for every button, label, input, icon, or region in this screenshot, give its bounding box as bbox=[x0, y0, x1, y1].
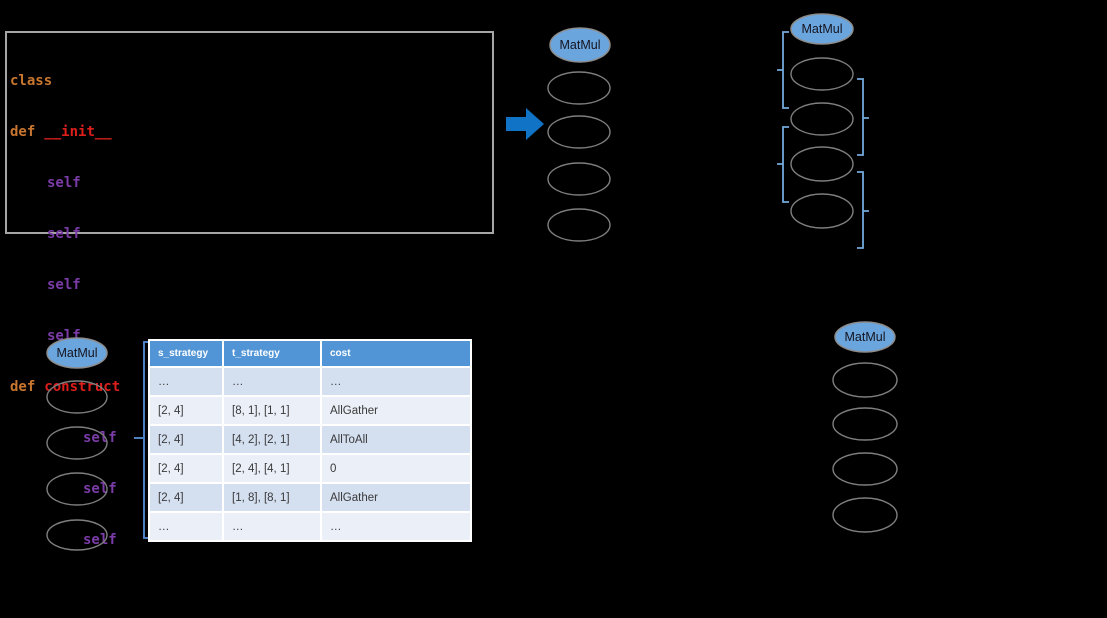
cell-s-strategy: … bbox=[148, 511, 224, 542]
code-self-token: self bbox=[47, 226, 81, 242]
code-self-token: self bbox=[83, 481, 117, 497]
code-self-token: self bbox=[47, 277, 81, 293]
table-row: … … … bbox=[148, 511, 472, 542]
column-header-t-strategy: t_strategy bbox=[222, 339, 322, 368]
matmul-node bbox=[834, 321, 896, 353]
matmul-node-label: MatMul bbox=[845, 330, 886, 344]
graph-node-ellipse bbox=[832, 497, 898, 533]
graph-column-bottom-right: MatMul bbox=[832, 321, 898, 533]
code-keyword-def: def bbox=[10, 379, 36, 395]
graph-node-ellipse bbox=[790, 102, 854, 136]
graph-node-ellipse bbox=[790, 146, 854, 182]
matmul-node bbox=[549, 27, 611, 63]
code-self-token: self bbox=[83, 430, 117, 446]
code-line-self: self bbox=[10, 175, 492, 192]
graph-node-ellipse bbox=[547, 115, 611, 149]
code-function-init: __init__ bbox=[44, 124, 112, 140]
code-line-self: self bbox=[10, 226, 492, 243]
graph-column-bottom-left: MatMul bbox=[46, 337, 108, 551]
cell-cost: AllToAll bbox=[320, 424, 472, 455]
cell-cost: … bbox=[320, 511, 472, 542]
code-keyword-class: class bbox=[10, 73, 53, 89]
right-brace-icon bbox=[857, 78, 869, 156]
graph-node-ellipse bbox=[547, 162, 611, 196]
matmul-node bbox=[790, 13, 854, 45]
code-line-class: class bbox=[10, 73, 492, 90]
cell-cost: … bbox=[320, 366, 472, 397]
table-row: [2, 4] [2, 4], [4, 1] 0 bbox=[148, 453, 472, 484]
graph-node-ellipse bbox=[832, 452, 898, 486]
graph-node-ellipse bbox=[46, 426, 108, 460]
code-snippet-panel: class def __init__ self self self self de… bbox=[5, 31, 494, 548]
graph-node-ellipse bbox=[547, 208, 611, 242]
code-line-def-init: def __init__ bbox=[10, 124, 492, 141]
cell-s-strategy: … bbox=[148, 366, 224, 397]
cell-cost: AllGather bbox=[320, 395, 472, 426]
matmul-node bbox=[46, 337, 108, 369]
cell-t-strategy: [8, 1], [1, 1] bbox=[222, 395, 322, 426]
code-line-self: self bbox=[10, 481, 492, 498]
table-row: [2, 4] [1, 8], [8, 1] AllGather bbox=[148, 482, 472, 513]
graph-node-ellipse bbox=[547, 71, 611, 105]
graph-node-ellipse bbox=[790, 193, 854, 229]
graph-node-ellipse bbox=[832, 362, 898, 398]
cell-s-strategy: [2, 4] bbox=[148, 453, 224, 484]
matmul-node-label: MatMul bbox=[560, 38, 601, 52]
cell-s-strategy: [2, 4] bbox=[148, 424, 224, 455]
code-self-token: self bbox=[47, 175, 81, 191]
cell-cost: AllGather bbox=[320, 482, 472, 513]
cell-cost: 0 bbox=[320, 453, 472, 484]
left-brace-icon bbox=[777, 126, 789, 203]
matmul-node-label: MatMul bbox=[802, 22, 843, 36]
graph-column-top-right: MatMul bbox=[777, 13, 869, 249]
code-line-self: self bbox=[10, 277, 492, 294]
cell-t-strategy: … bbox=[222, 511, 322, 542]
cell-t-strategy: [4, 2], [2, 1] bbox=[222, 424, 322, 455]
matmul-node-label: MatMul bbox=[57, 346, 98, 360]
right-arrow-icon bbox=[506, 108, 544, 140]
graph-node-ellipse bbox=[46, 380, 108, 414]
graph-node-ellipse bbox=[46, 519, 108, 551]
table-header-row: s_strategy t_strategy cost bbox=[148, 339, 472, 368]
code-self-token: self bbox=[83, 532, 117, 548]
cell-t-strategy: [2, 4], [4, 1] bbox=[222, 453, 322, 484]
code-line-self: self bbox=[10, 430, 492, 447]
table-row: … … … bbox=[148, 366, 472, 397]
left-brace-icon bbox=[777, 31, 789, 109]
table-row: [2, 4] [4, 2], [2, 1] AllToAll bbox=[148, 424, 472, 455]
cell-t-strategy: … bbox=[222, 366, 322, 397]
code-line-self: self bbox=[10, 532, 492, 549]
strategy-cost-table: s_strategy t_strategy cost … … … [2, 4] … bbox=[148, 339, 472, 542]
graph-column-top-middle: MatMul bbox=[547, 27, 611, 242]
cell-t-strategy: [1, 8], [8, 1] bbox=[222, 482, 322, 513]
column-header-cost: cost bbox=[320, 339, 472, 368]
right-brace-icon bbox=[857, 171, 869, 249]
code-keyword-def: def bbox=[10, 124, 36, 140]
graph-node-ellipse bbox=[832, 407, 898, 441]
column-header-s-strategy: s_strategy bbox=[148, 339, 224, 368]
table-row: [2, 4] [8, 1], [1, 1] AllGather bbox=[148, 395, 472, 426]
graph-node-ellipse bbox=[46, 472, 108, 506]
cell-s-strategy: [2, 4] bbox=[148, 482, 224, 513]
graph-node-ellipse bbox=[790, 57, 854, 91]
cell-s-strategy: [2, 4] bbox=[148, 395, 224, 426]
